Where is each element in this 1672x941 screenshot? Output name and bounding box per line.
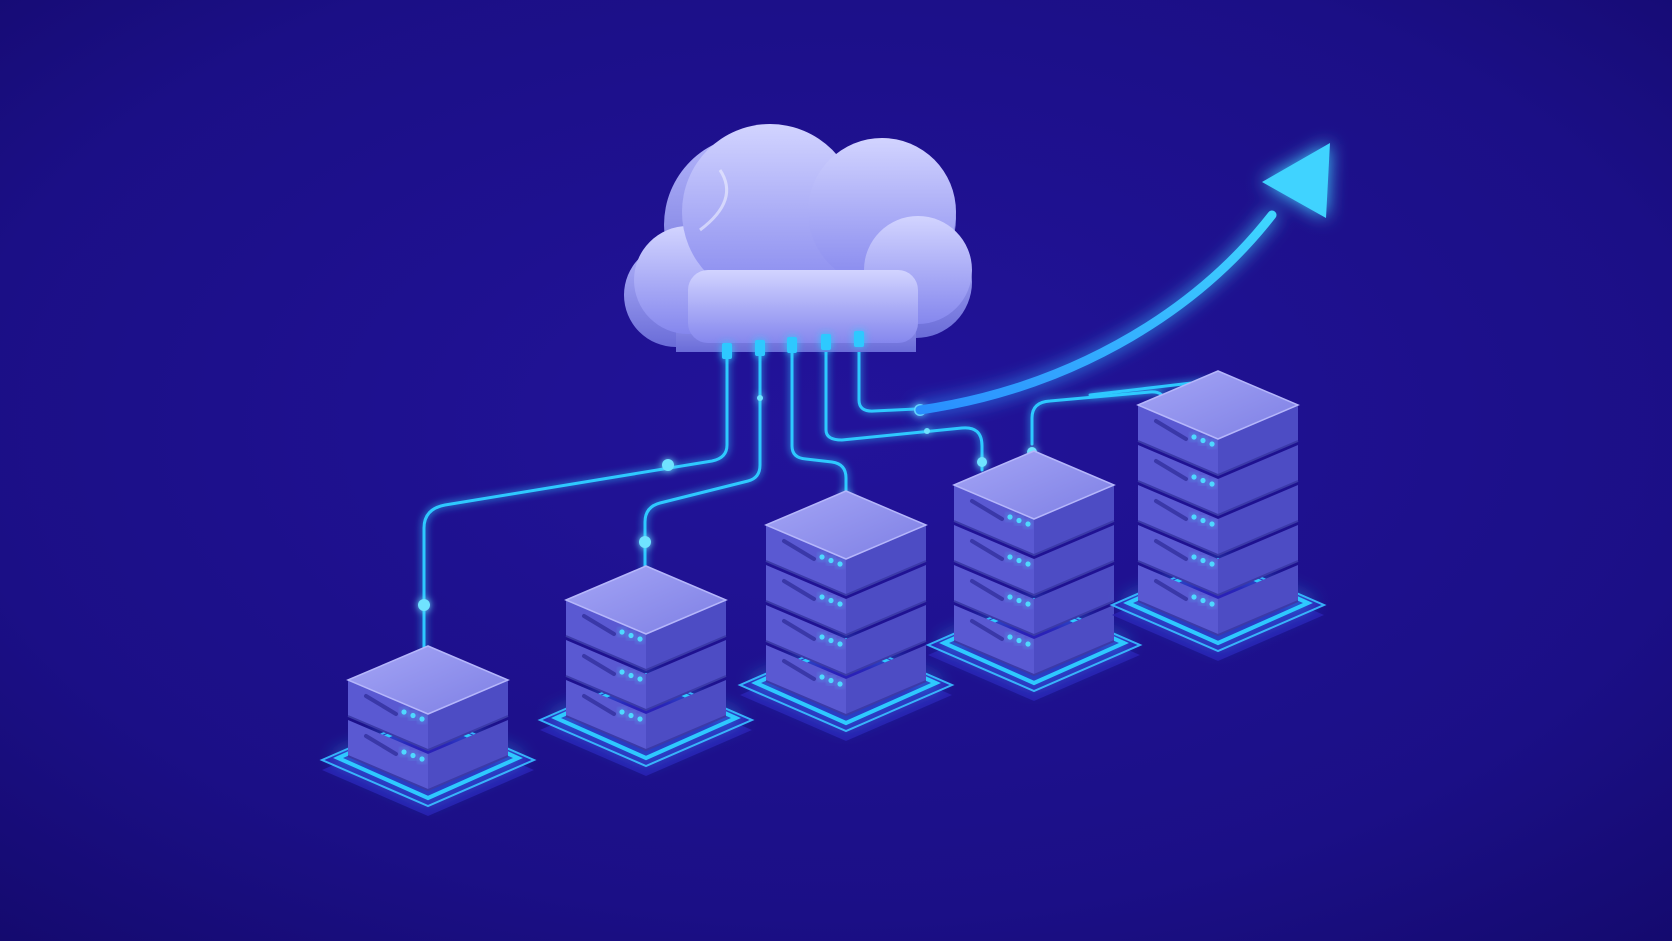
server-rack-icon: [1137, 525, 1299, 597]
wire-4: [824, 338, 984, 472]
server-rack-icon: [347, 720, 509, 792]
server-rack-icon: [1136, 370, 1300, 477]
server-rack-icon: [565, 640, 727, 712]
server-stacks: [319, 370, 1327, 816]
server-stack-5: [1109, 370, 1327, 661]
server-rack-icon: [564, 565, 728, 672]
server-rack-icon: [765, 645, 927, 717]
server-rack-icon: [1137, 565, 1299, 637]
server-stack-4: [925, 450, 1143, 701]
server-rack-icon: [764, 490, 928, 597]
wire-2: [643, 343, 762, 577]
wire-3: [790, 340, 848, 510]
server-rack-icon: [953, 525, 1115, 597]
wire-1: [422, 348, 729, 652]
wire-5: [857, 336, 918, 413]
cloud-icon: [624, 124, 972, 359]
server-rack-icon: [953, 565, 1115, 637]
server-rack-icon: [1137, 445, 1299, 517]
server-rack-icon: [765, 605, 927, 677]
server-stack-2: [537, 565, 755, 776]
server-rack-icon: [952, 450, 1116, 557]
server-rack-icon: [565, 680, 727, 752]
server-rack-icon: [1137, 485, 1299, 557]
server-rack-icon: [953, 605, 1115, 677]
server-rack-icon: [765, 565, 927, 637]
growth-arrow-icon: [915, 143, 1330, 415]
server-stack-3: [737, 490, 955, 741]
server-stack-1: [319, 645, 537, 816]
server-rack-icon: [346, 645, 510, 752]
